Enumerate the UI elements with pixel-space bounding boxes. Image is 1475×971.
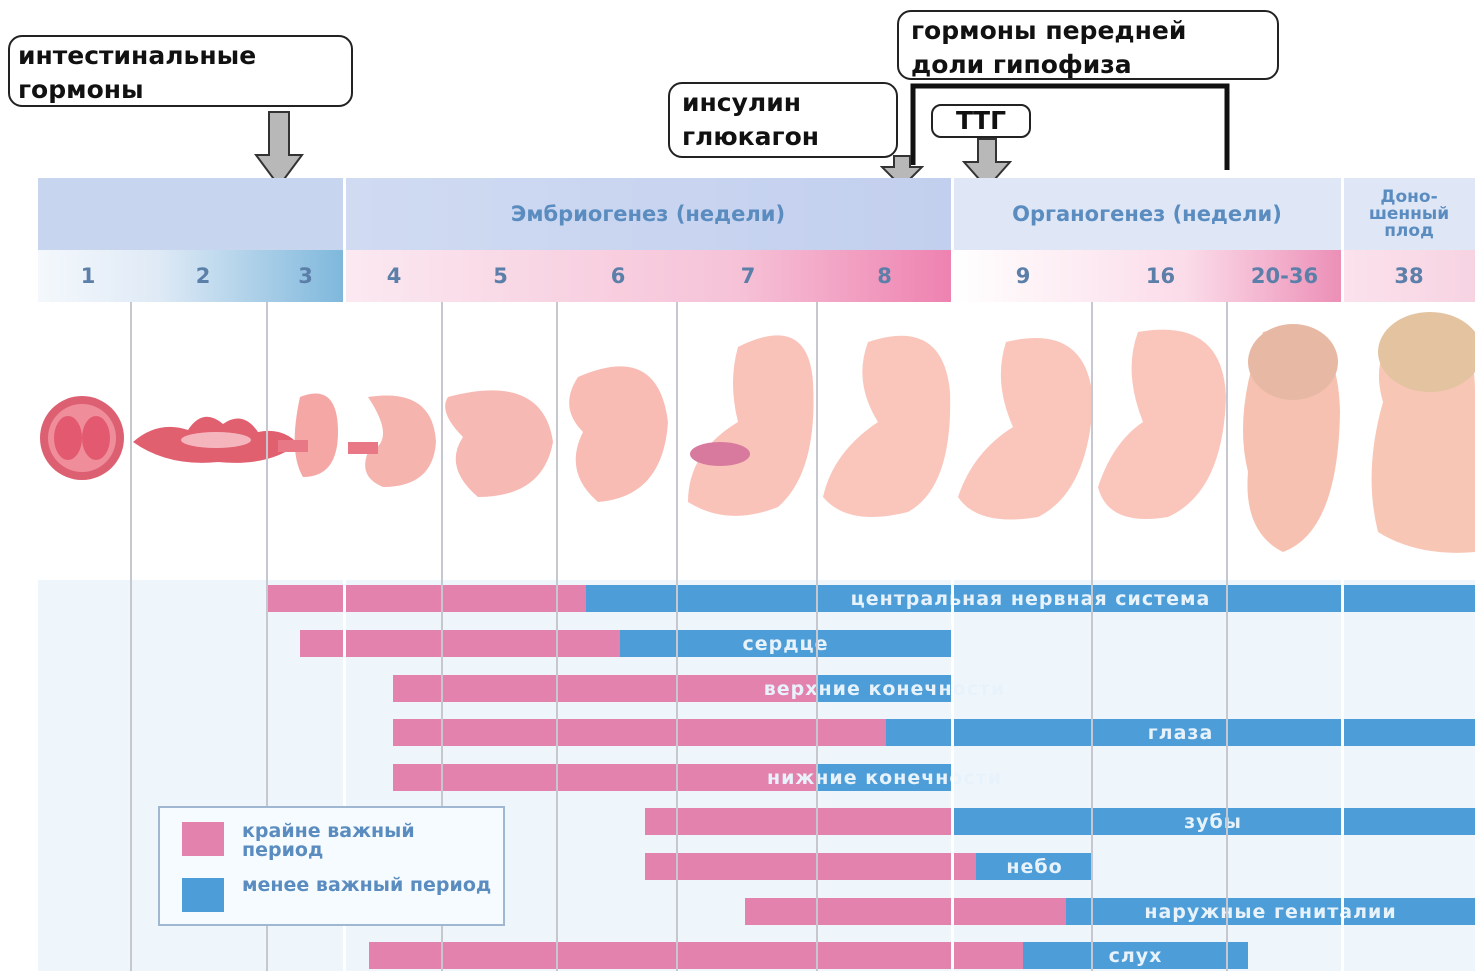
week-label: 9 (953, 250, 1093, 302)
legend-critical-text: крайне важный период (242, 822, 502, 860)
header-embryogenesis: Эмбриогенез (недели) (345, 178, 951, 250)
bar-label: небо (905, 853, 1165, 880)
grid-line (1226, 302, 1228, 971)
grid-line (556, 302, 558, 971)
bar-critical (268, 585, 586, 612)
pituitary-connector (0, 0, 1475, 200)
embryo-week-2-image (133, 417, 298, 463)
embryo-week-16-image (1098, 330, 1226, 519)
bar-critical (300, 630, 620, 657)
embryo-week-9-image (958, 338, 1093, 520)
week-label: 7 (678, 250, 818, 302)
week-label: 1 (38, 250, 138, 302)
legend-less-text: менее важный период (242, 876, 502, 895)
bar-critical (645, 808, 951, 835)
week-label: 5 (443, 250, 558, 302)
grid-line (1091, 302, 1093, 971)
grid-line (130, 302, 132, 971)
week-label: 38 (1343, 250, 1475, 302)
embryo-week-4-image (348, 395, 436, 487)
bar-label: зубы (951, 808, 1475, 835)
bar-label: верхние конечности (755, 675, 1015, 702)
bar-critical (745, 898, 1066, 925)
embryo-week-7-image (688, 335, 814, 516)
grid-line (676, 302, 678, 971)
embryo-week-1-image (40, 396, 124, 480)
embryo-week-38-image (1372, 312, 1475, 553)
week-label: 2 (138, 250, 268, 302)
week-label: 6 (558, 250, 678, 302)
embryo-week-5-image (445, 390, 553, 497)
embryo-drawings (38, 302, 1475, 580)
bar-critical (369, 942, 1023, 969)
week-label: 16 (1093, 250, 1228, 302)
bar-label: нижние конечности (755, 764, 1015, 791)
legend-critical-swatch (182, 822, 224, 856)
week-label: 20-36 (1228, 250, 1341, 302)
legend-less-swatch (182, 878, 224, 912)
grid-line (1341, 178, 1344, 971)
week-label: 4 (345, 250, 443, 302)
grid-line (951, 178, 954, 971)
header-organogenesis-text: Органогенез (недели) (1012, 202, 1282, 226)
header-fullterm: Доно-шенный плод (1343, 178, 1475, 250)
grid-line (816, 302, 818, 971)
bar-label: сердце (620, 630, 951, 657)
bar-label: глаза (886, 719, 1475, 746)
header-embryogenesis-text: Эмбриогенез (недели) (511, 202, 785, 226)
bar-label: наружные гениталии (1066, 898, 1475, 925)
embryo-week-6-image (569, 366, 668, 502)
embryo-week-8-image (823, 336, 950, 517)
embryo-week-20-36-image (1243, 324, 1340, 552)
header-organogenesis: Органогенез (недели) (953, 178, 1341, 250)
header-fullterm-text: Доно-шенный плод (1345, 189, 1473, 240)
bar-critical (393, 719, 886, 746)
week-label: 3 (268, 250, 343, 302)
week-label: 8 (818, 250, 951, 302)
header-band-blank (38, 178, 343, 250)
legend: крайне важный период менее важный период (158, 806, 505, 926)
